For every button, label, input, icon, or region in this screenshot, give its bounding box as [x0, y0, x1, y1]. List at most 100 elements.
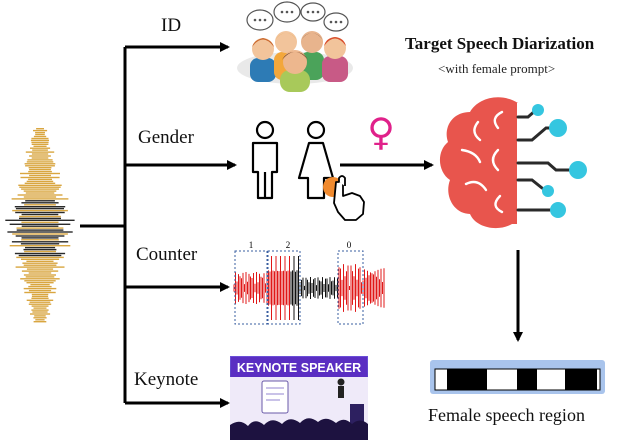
waveform-slice [31, 293, 49, 296]
woman-icon [297, 120, 335, 200]
waveform-slice [9, 223, 71, 225]
waveform-slice [24, 163, 56, 165]
input-waveform [5, 128, 75, 323]
waveform-slice [18, 254, 62, 257]
waveform-slice [33, 321, 47, 323]
waveform-slice [33, 317, 47, 319]
waveform-slice [21, 202, 59, 204]
waveform-slice [24, 291, 56, 294]
branch-lines [80, 42, 523, 408]
waveform-slice [27, 159, 53, 161]
waveform-slice [24, 182, 56, 184]
waveform-slice [33, 145, 47, 147]
waveform-slice [16, 229, 64, 231]
waveform-slice [32, 311, 48, 313]
waveform-slice [21, 188, 60, 190]
speech-region-timeline [430, 360, 605, 394]
waveform-slice [15, 235, 65, 237]
waveform-slice [28, 303, 52, 305]
waveform-slice [19, 217, 61, 220]
output-title: Target Speech Diarization [405, 34, 595, 53]
waveform-slice [14, 252, 66, 255]
waveform-slice [25, 192, 55, 194]
counter-waveform [233, 256, 385, 320]
waveform-slice [33, 135, 47, 138]
waveform-slice [31, 309, 49, 311]
waveform-slice [21, 213, 59, 216]
waveform-slice [35, 131, 45, 134]
waveform-slice [33, 129, 48, 132]
waveform-slice [24, 204, 56, 206]
waveform-slice [28, 170, 52, 173]
waveform-slice [29, 168, 51, 171]
waveform-slice [12, 209, 68, 212]
waveform-slice [23, 287, 57, 290]
waveform-slice [25, 200, 55, 202]
waveform-slice [21, 239, 59, 241]
female-symbol: ♀ [367, 110, 395, 154]
waveform-slice [15, 266, 65, 268]
waveform-slice [5, 219, 75, 221]
branch-label-gender: Gender [138, 127, 194, 148]
waveform-slice [23, 264, 57, 266]
waveform-slice [29, 155, 51, 157]
waveform-slice [28, 285, 52, 288]
waveform-slice [30, 313, 51, 315]
waveform-slice [26, 282, 54, 284]
waveform-slice [32, 149, 48, 151]
counter-mark-1: 1 [249, 240, 254, 250]
waveform-slice [26, 299, 54, 301]
waveform-slice [31, 295, 49, 298]
waveform-slice [30, 139, 49, 142]
output-caption: Female speech region [428, 405, 585, 425]
counter-mark-0: 0 [347, 240, 352, 250]
waveform-slice [15, 211, 65, 214]
waveform-slice [21, 258, 60, 260]
man-icon [251, 120, 279, 200]
branch-label-id: ID [161, 15, 182, 36]
waveform-slice [14, 206, 66, 208]
waveform-slice [11, 198, 69, 200]
waveform-slice [31, 153, 49, 155]
output-subtitle: <with female prompt> [438, 61, 556, 76]
waveform-slice [18, 184, 62, 186]
waveform-slice [7, 231, 73, 233]
waveform-slice [25, 276, 55, 278]
waveform-slice [20, 172, 60, 175]
brain-icon [439, 97, 587, 229]
waveform-slice [36, 128, 44, 130]
waveform-slice [29, 301, 51, 303]
waveform-slice [20, 243, 60, 245]
waveform-slice [23, 248, 57, 251]
branch-label-counter: Counter [136, 244, 198, 265]
waveform-slice [34, 315, 46, 317]
keynote-banner-bg [231, 357, 367, 377]
waveform-slice [9, 245, 71, 247]
waveform-slice [29, 174, 51, 177]
waveform-slice [30, 284, 50, 286]
waveform-slice [16, 256, 64, 259]
waveform-slice [35, 133, 45, 136]
waveform-slice [31, 141, 49, 144]
waveform-slice [26, 268, 54, 270]
waveform-slice [25, 165, 55, 167]
waveform-slice [28, 167, 52, 169]
waveform-slice [25, 151, 55, 153]
waveform-slice [33, 307, 47, 309]
waveform-slice [28, 272, 52, 274]
waveform-slice [24, 250, 56, 253]
waveform-slice [19, 215, 61, 218]
waveform-slice [30, 147, 51, 149]
waveform-slice [31, 305, 49, 307]
waveform-slice [28, 289, 52, 292]
waveform-slice [22, 262, 58, 264]
waveform-slice [20, 278, 60, 280]
waveform-slice [11, 241, 69, 243]
waveform-slice [31, 137, 49, 140]
waveform-slice [21, 221, 59, 223]
counter-boxes [234, 250, 364, 325]
waveform-slice [31, 297, 49, 299]
waveform-slice [19, 186, 61, 188]
waveform-slice [21, 225, 59, 227]
